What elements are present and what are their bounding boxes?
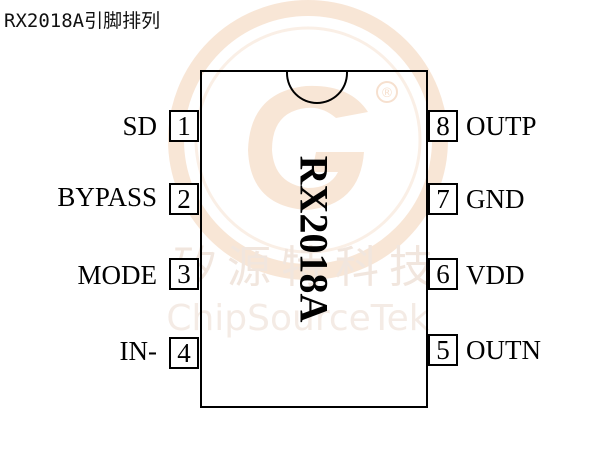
diagram-title: RX2018A引脚排列 (4, 10, 161, 32)
pin-8-label: OUTP (466, 111, 537, 141)
pin1-notch (286, 70, 348, 104)
pin-5-box: 5 (428, 334, 458, 366)
registered-mark: ® (381, 86, 394, 101)
pin-7-box: 7 (428, 183, 458, 215)
pin-8-box: 8 (428, 110, 458, 142)
pin-7-label: GND (466, 184, 525, 214)
pin-1-box: 1 (169, 110, 199, 142)
watermark-cn-text: 矽源特科技 (173, 242, 443, 293)
pin-2-label: BYPASS (57, 182, 157, 212)
pin-6-label: VDD (466, 260, 525, 290)
chip-name-label: RX2018A (291, 155, 337, 323)
pin-2-box: 2 (169, 183, 199, 215)
pin-6-box: 6 (428, 258, 458, 290)
chip-package (200, 70, 428, 408)
pin-3-label: MODE (77, 260, 158, 290)
pin-4-label: IN- (119, 336, 157, 366)
pin-3-box: 3 (169, 258, 199, 290)
pin-1-label: SD (122, 111, 157, 141)
pin-4-box: 4 (169, 337, 199, 369)
watermark-en-text: ChipSourceTek (166, 298, 429, 339)
pin-5-label: OUTN (466, 335, 541, 365)
